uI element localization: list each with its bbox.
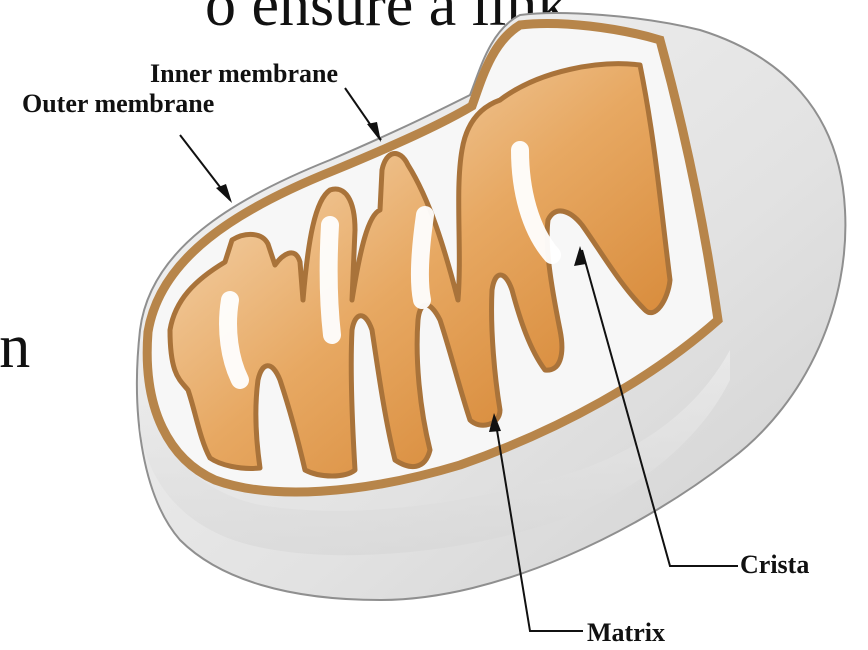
arrowhead-inner	[367, 122, 381, 142]
label-inner-membrane: Inner membrane	[150, 59, 338, 88]
label-matrix: Matrix	[587, 618, 665, 647]
arrowhead-outer	[216, 184, 232, 203]
label-outer-membrane: Outer membrane	[22, 89, 214, 118]
label-crista: Crista	[740, 550, 809, 579]
